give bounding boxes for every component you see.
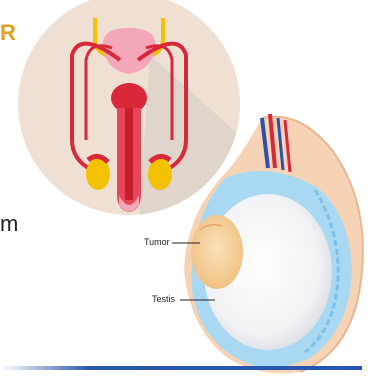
testis-label: Testis bbox=[152, 295, 175, 304]
blue-divider-rule bbox=[0, 366, 362, 370]
tumor-label: Tumor bbox=[144, 238, 170, 247]
